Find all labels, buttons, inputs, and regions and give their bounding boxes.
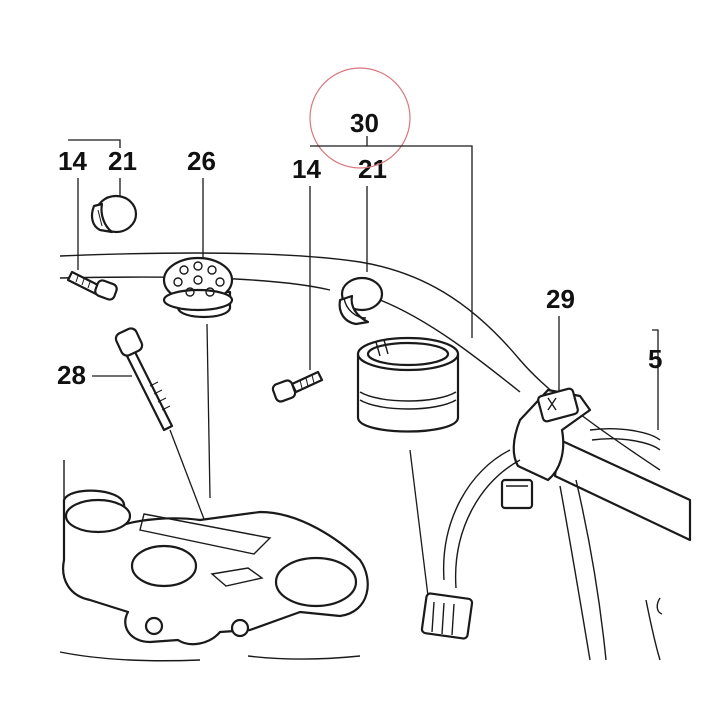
wiring-harness (442, 428, 661, 661)
cap-26[interactable] (162, 256, 234, 318)
screw-14-left[interactable] (66, 270, 118, 301)
callout-label-29[interactable]: 29 (546, 284, 575, 314)
callout-label-26[interactable]: 26 (187, 146, 216, 176)
callout-label-21-left[interactable]: 21 (108, 146, 137, 176)
callout-label-28[interactable]: 28 (57, 360, 86, 390)
collar-30[interactable] (356, 336, 460, 433)
callout-label-14-right[interactable]: 14 (292, 154, 321, 184)
grommet-21-right[interactable] (338, 276, 384, 326)
cutoff-fragment (656, 597, 663, 615)
connector-plug[interactable] (420, 592, 474, 640)
plug-21-left[interactable] (90, 194, 138, 234)
triple-clamp[interactable] (59, 460, 369, 662)
screw-14-right[interactable] (271, 370, 324, 403)
callout-label-21-right[interactable]: 21 (358, 154, 387, 184)
callout-label-14-left[interactable]: 14 (58, 146, 87, 176)
callout-label-5[interactable]: 5 (648, 344, 662, 374)
highlight-circle (309, 67, 411, 169)
leader-lines (68, 136, 659, 597)
switch-housing-29[interactable] (500, 387, 692, 542)
callout-label-30[interactable]: 30 (350, 108, 379, 138)
bolt-28[interactable] (114, 326, 174, 432)
